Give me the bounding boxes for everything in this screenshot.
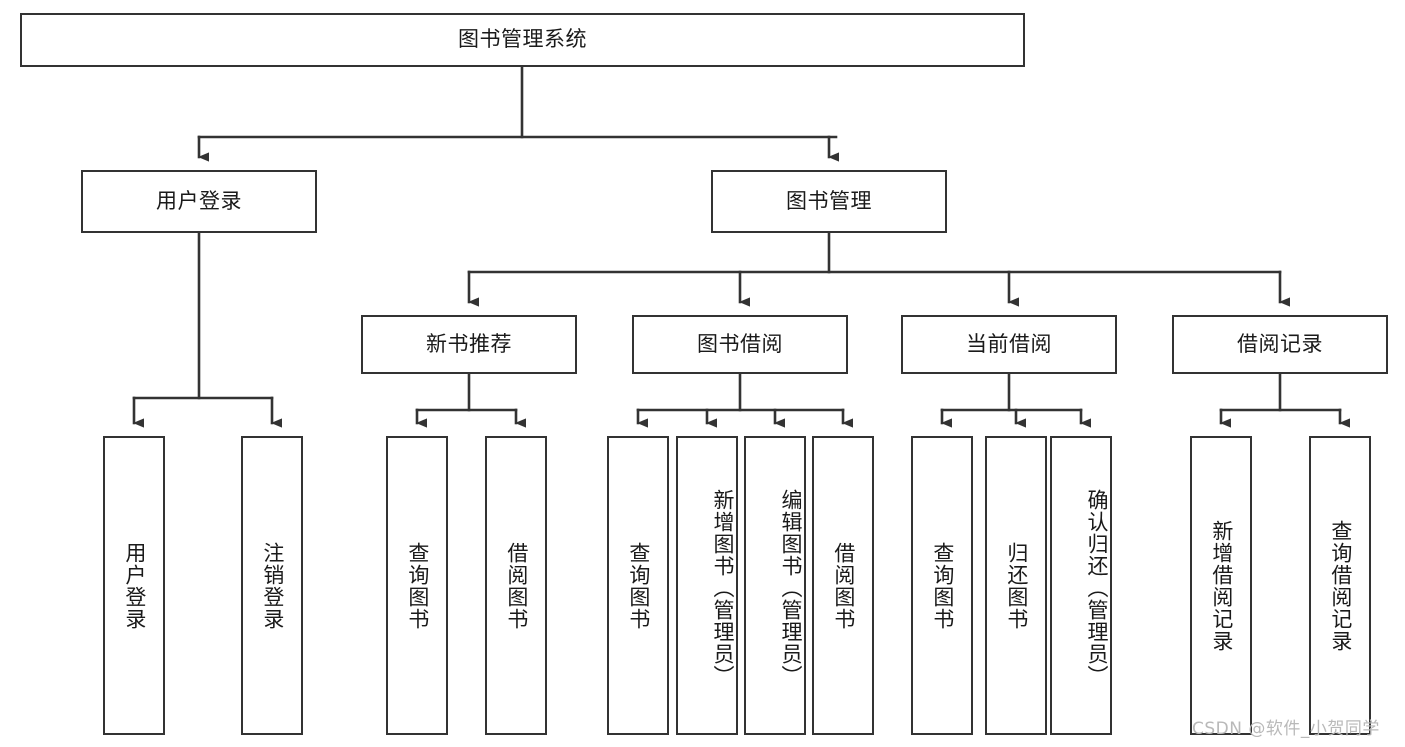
- node-root-system[interactable]: 图书管理系统: [20, 13, 1025, 67]
- node-current-borrow[interactable]: 当前借阅: [901, 315, 1117, 374]
- node-leaf-add-book-admin[interactable]: 新增图书（管理员）: [676, 436, 738, 735]
- csdn-watermark: CSDN @软件_小贺同学: [1192, 719, 1380, 739]
- node-book-management[interactable]: 图书管理: [711, 170, 947, 233]
- node-borrow-record[interactable]: 借阅记录: [1172, 315, 1388, 374]
- node-book-borrow[interactable]: 图书借阅: [632, 315, 848, 374]
- node-leaf-query-book-bb[interactable]: 查询图书: [607, 436, 669, 735]
- node-leaf-return-book[interactable]: 归还图书: [985, 436, 1047, 735]
- node-leaf-add-borrow-record[interactable]: 新增借阅记录: [1190, 436, 1252, 735]
- node-leaf-query-book-cb[interactable]: 查询图书: [911, 436, 973, 735]
- node-leaf-query-borrow-record[interactable]: 查询借阅记录: [1309, 436, 1371, 735]
- node-leaf-logout[interactable]: 注销登录: [241, 436, 303, 735]
- node-leaf-edit-book-admin[interactable]: 编辑图书（管理员）: [744, 436, 806, 735]
- node-new-book-recommend[interactable]: 新书推荐: [361, 315, 577, 374]
- node-leaf-borrow-book-nb[interactable]: 借阅图书: [485, 436, 547, 735]
- node-leaf-confirm-return-admin[interactable]: 确认归还（管理员）: [1050, 436, 1112, 735]
- node-leaf-borrow-book-bb[interactable]: 借阅图书: [812, 436, 874, 735]
- node-leaf-query-book-nb[interactable]: 查询图书: [386, 436, 448, 735]
- node-user-login[interactable]: 用户登录: [81, 170, 317, 233]
- node-leaf-user-login[interactable]: 用户登录: [103, 436, 165, 735]
